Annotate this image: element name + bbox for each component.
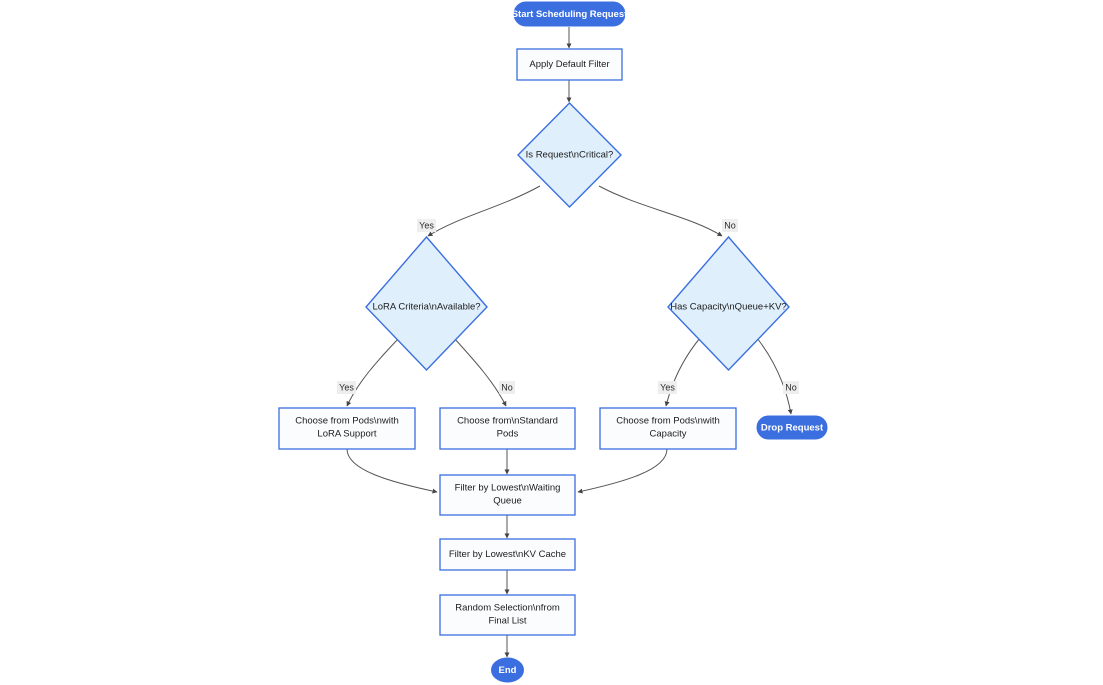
node-filter-kv-cache[interactable]: Filter by Lowest\nKV Cache (439, 538, 576, 571)
has-capacity-label: Has Capacity\nQueue+KV? (670, 302, 786, 313)
filter-waiting-queue-label-line2: Queue (493, 496, 522, 507)
apply-default-filter-shape[interactable] (516, 48, 623, 81)
edge-is-critical-no-to-capacity (598, 185, 723, 237)
lora-criteria-shape[interactable] (365, 235, 488, 372)
has-capacity-shape[interactable] (667, 235, 790, 372)
start-node-label: Start Scheduling Request (512, 9, 628, 20)
random-selection-label-line2: Final List (488, 616, 526, 627)
node-choose-pods-lora[interactable]: Choose from Pods\nwith LoRA Support (278, 407, 416, 450)
node-random-selection[interactable]: Random Selection\nfrom Final List (439, 594, 576, 636)
edge-label-capacity-no: No (785, 382, 797, 392)
edge-label-bg-capacity-no (783, 381, 799, 394)
choose-pods-lora-label-line2: LoRA Support (317, 429, 377, 440)
edge-label-bg-critical-yes (417, 219, 436, 232)
choose-pods-capacity-label-line2: Capacity (650, 429, 687, 440)
choose-pods-standard-shape[interactable] (439, 407, 576, 450)
node-drop-request[interactable]: Drop Request (756, 415, 828, 440)
is-request-critical-shape[interactable] (517, 102, 622, 208)
filter-kv-cache-shape[interactable] (439, 538, 576, 571)
choose-pods-standard-label-line1: Choose from\nStandard (457, 416, 558, 427)
node-is-request-critical[interactable]: Is Request\nCritical? (517, 102, 622, 208)
edge-is-critical-yes-to-lora (427, 185, 541, 237)
node-choose-pods-capacity[interactable]: Choose from Pods\nwith Capacity (599, 407, 737, 450)
node-apply-default-filter[interactable]: Apply Default Filter (516, 48, 623, 81)
node-start[interactable]: Start Scheduling Request (512, 1, 628, 27)
filter-waiting-queue-shape[interactable] (439, 474, 576, 516)
node-filter-waiting-queue[interactable]: Filter by Lowest\nWaiting Queue (439, 474, 576, 516)
drop-request-shape[interactable] (756, 415, 828, 440)
random-selection-label-line1: Random Selection\nfrom (455, 603, 560, 614)
edge-capacity-yes-to-pods-capacity (664, 337, 701, 407)
node-lora-criteria-available[interactable]: LoRA Criteria\nAvailable? (365, 235, 488, 372)
edge-pods-capacity-to-filter-queue (577, 448, 668, 494)
random-selection-shape[interactable] (439, 594, 576, 636)
edge-capacity-no-to-drop-request (756, 337, 793, 415)
choose-pods-standard-label-line2: Pods (497, 429, 519, 440)
choose-pods-capacity-label-line1: Choose from Pods\nwith (616, 416, 720, 427)
node-choose-pods-standard[interactable]: Choose from\nStandard Pods (439, 407, 576, 450)
edge-lora-no-to-pods-standard (453, 337, 507, 407)
edge-labels-layer: Yes No Yes No Yes No (337, 219, 799, 394)
end-node-label: End (499, 665, 517, 676)
edge-label-lora-no: No (501, 382, 513, 392)
start-node-shape[interactable] (513, 1, 626, 27)
edge-label-bg-capacity-yes (658, 381, 677, 394)
lora-criteria-label: LoRA Criteria\nAvailable? (372, 302, 480, 313)
choose-pods-capacity-shape[interactable] (599, 407, 737, 450)
filter-waiting-queue-label-line1: Filter by Lowest\nWaiting (455, 483, 561, 494)
node-has-capacity[interactable]: Has Capacity\nQueue+KV? (667, 235, 790, 372)
edge-label-lora-yes: Yes (339, 382, 354, 392)
edge-label-capacity-yes: Yes (660, 382, 675, 392)
filter-kv-cache-label: Filter by Lowest\nKV Cache (449, 549, 566, 560)
apply-default-filter-label: Apply Default Filter (529, 59, 609, 70)
node-end[interactable]: End (491, 657, 524, 683)
edge-pods-lora-to-filter-queue (346, 448, 438, 494)
edges-layer (346, 27, 793, 658)
drop-request-label: Drop Request (761, 423, 824, 434)
end-node-shape[interactable] (491, 657, 524, 683)
edge-label-critical-yes: Yes (419, 220, 434, 230)
is-request-critical-label: Is Request\nCritical? (526, 150, 614, 161)
edge-label-bg-lora-no (499, 381, 515, 394)
choose-pods-lora-shape[interactable] (278, 407, 416, 450)
edge-label-bg-critical-no (722, 219, 738, 232)
edge-lora-yes-to-pods-lora (346, 337, 400, 407)
edge-label-bg-lora-yes (337, 381, 356, 394)
edge-label-critical-no: No (724, 220, 736, 230)
choose-pods-lora-label-line1: Choose from Pods\nwith (295, 416, 399, 427)
